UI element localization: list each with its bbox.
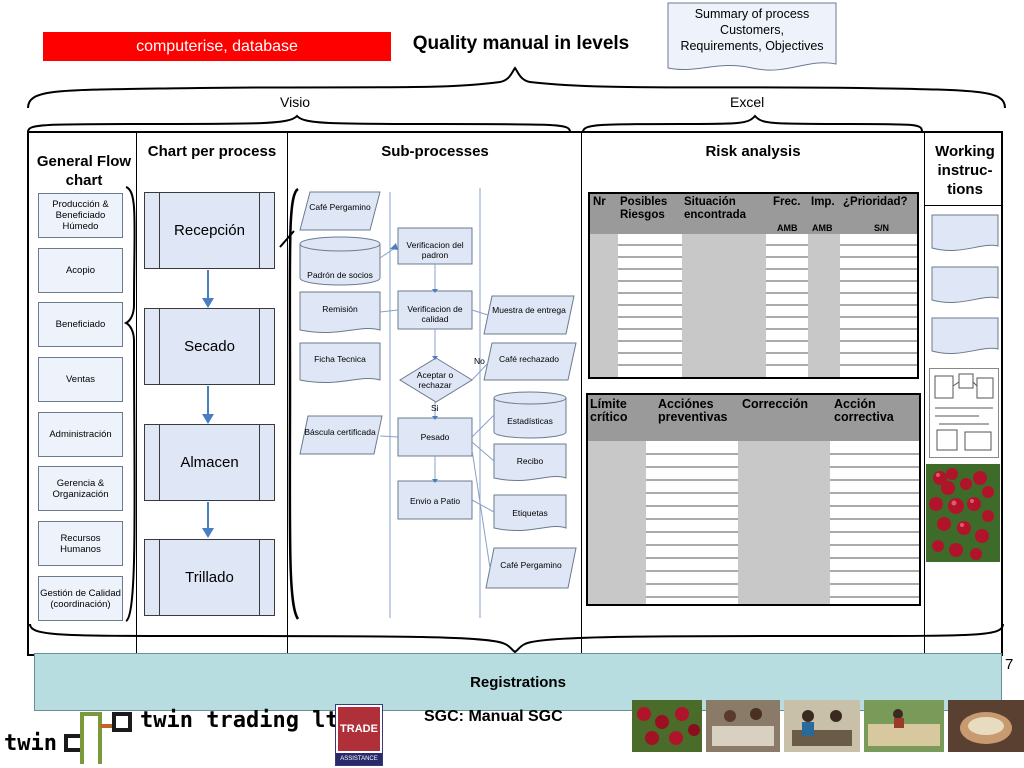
working-instructions-header: Working instruc-tions (935, 143, 995, 198)
general-flow-header: General Flow chart (36, 153, 132, 189)
risk2-header-limite: Límite crítico (590, 397, 628, 424)
working-instruction-doc-3 (931, 317, 999, 355)
sub-right-muestra-entrega: Muestra de entrega (492, 305, 566, 315)
assistance-text: ASSISTANCE (336, 753, 382, 765)
process-recepcion: Recepción (144, 192, 275, 269)
trade-assistance-logo: TRADE ASSISTANCE (335, 704, 383, 766)
schematic-drawing-image (929, 368, 999, 458)
sub-right-cafe-pergamino: Café Pergamino (500, 560, 562, 570)
risk1-sub-amb-2: AMB (812, 223, 833, 233)
footer-photo-strip (632, 700, 1024, 752)
excel-label: Excel (730, 94, 765, 110)
summary-note: Summary of process Customers, Requiremen… (667, 2, 837, 72)
flow-item-gerencia: Gerencia & Organización (38, 466, 123, 511)
twin-logo-icon (64, 712, 132, 764)
sub-mid-verificacion-calidad: Verificacion de calidad (407, 304, 463, 324)
note-line-1: Summary of process (694, 7, 810, 21)
working-instruction-doc-2 (931, 266, 999, 304)
photo-drying-beds (864, 700, 944, 752)
subprocess-diagram (299, 188, 577, 618)
process-brace (279, 187, 300, 620)
sub-right-etiquetas: Etiquetas (512, 508, 548, 518)
chart-per-process-header: Chart per process (147, 143, 277, 160)
process-almacen: Almacen (144, 424, 275, 501)
photo-cherries (632, 700, 702, 752)
process-secado: Secado (144, 308, 275, 385)
sub-mid-aceptar-rechazar: Aceptar o rechazar (416, 370, 454, 390)
trade-logo-text: TRADE (338, 707, 380, 751)
risk1-header-frec: Frec. (773, 196, 801, 208)
risk-table-2: Límite crítico Acciónes preventivas Corr… (586, 393, 921, 606)
risk1-header-prioridad: ¿Prioridad? (843, 196, 908, 208)
page-title: Quality manual in levels (412, 33, 630, 54)
decision-no-label: No (474, 356, 485, 366)
sub-left-bascula: Báscula certificada (304, 427, 376, 437)
flow-brace (124, 186, 136, 622)
sub-left-ficha-tecnica: Ficha Tecnica (314, 354, 366, 364)
flow-item-acopio: Acopio (38, 248, 123, 293)
col-divider-3 (581, 133, 582, 655)
risk1-header-situacion: Situación encontrada (684, 196, 746, 221)
flow-item-ventas: Ventas (38, 357, 123, 402)
risk2-header-acciones: Acciónes preventivas (658, 397, 728, 424)
flow-item-gestion-calidad: Gestión de Calidad (coordinación) (38, 576, 123, 621)
risk-analysis-header: Risk analysis (705, 143, 801, 160)
col-divider-1 (136, 133, 137, 655)
twin-logo-text: twin (4, 731, 57, 756)
working-instruction-doc-1 (931, 214, 999, 252)
page-number: 7 (1005, 656, 1014, 673)
top-braces (27, 66, 1006, 133)
photo-workers-outdoor (784, 700, 860, 752)
process-arrows (202, 270, 214, 538)
computerise-database-label: computerise, database (43, 32, 391, 61)
sub-left-padron-socios: Padrón de socios (307, 270, 373, 280)
col-divider-2 (287, 133, 288, 655)
note-line-2: Customers, (720, 23, 784, 37)
note-document-shape (667, 2, 837, 71)
process-trillado: Trillado (144, 539, 275, 616)
risk1-header-nr: Nr (593, 196, 606, 208)
coffee-cherries-image (926, 464, 1000, 562)
sub-mid-envio-patio: Envio a Patio (409, 496, 461, 506)
col-divider-4 (924, 133, 925, 655)
sub-left-cafe-pergamino: Café Pergamino (309, 202, 371, 212)
decision-si-label: Si (431, 403, 439, 413)
sub-left-remision: Remisión (322, 304, 358, 314)
risk1-header-posibles-riesgos: Posibles Riesgos (620, 196, 668, 221)
risk-table-1: Nr Posibles Riesgos Situación encontrada… (588, 192, 919, 379)
flow-item-administracion: Administración (38, 412, 123, 457)
company-name: twin trading ltd (140, 708, 352, 733)
risk1-sub-sn: S/N (874, 223, 890, 233)
sub-right-recibo: Recibo (516, 456, 544, 466)
sub-mid-verificacion-padron: Verificacion del padron (406, 240, 464, 260)
wi-underline (924, 205, 1002, 206)
flow-item-produccion: Producción & Beneficiado Húmedo (38, 193, 123, 238)
risk2-header-correccion: Corrección (742, 397, 808, 411)
sub-mid-pesado: Pesado (420, 432, 450, 442)
visio-label: Visio (280, 94, 311, 110)
risk1-sub-amb-1: AMB (777, 223, 798, 233)
photo-hands-beans (948, 700, 1024, 752)
risk2-header-accion-correctiva: Acción correctiva (834, 397, 894, 424)
flow-item-beneficiado: Beneficiado (38, 302, 123, 347)
sub-right-estadisticas: Estadísticas (507, 416, 553, 426)
sub-processes-header: Sub-processes (381, 143, 489, 160)
risk-table-1-header-bg (590, 194, 917, 234)
photo-workers-table (706, 700, 780, 752)
note-line-3: Requirements, Objectives (680, 39, 824, 53)
risk1-header-imp: Imp. (811, 196, 835, 208)
sub-right-cafe-rechazado: Café rechazado (498, 354, 559, 364)
bottom-brace (29, 623, 1004, 654)
footer-center-text: SGC: Manual SGC (424, 708, 563, 725)
flow-item-recursos-humanos: Recursos Humanos (38, 521, 123, 566)
